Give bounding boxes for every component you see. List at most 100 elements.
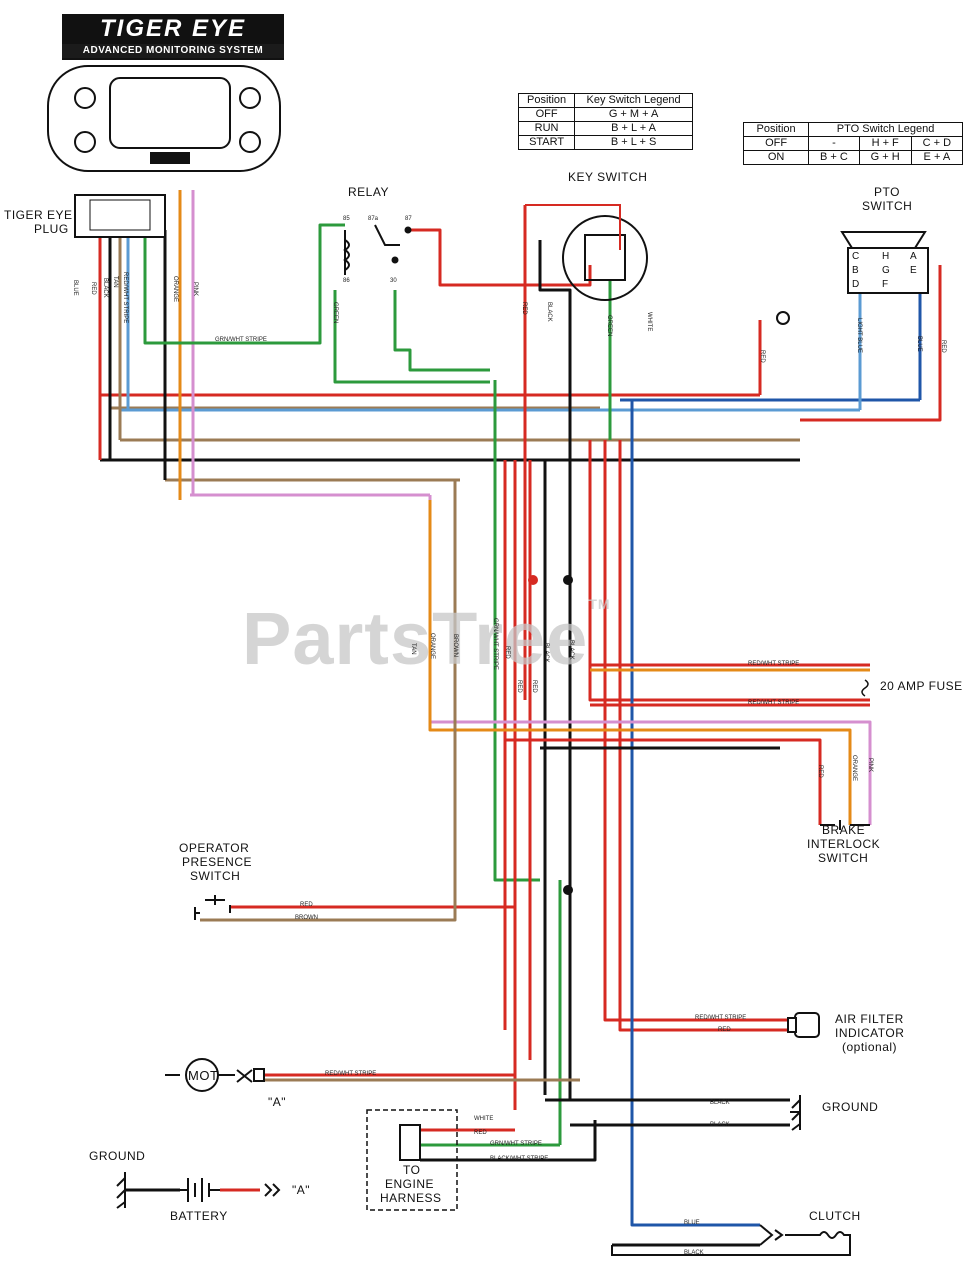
logo-title: TIGER EYE [99,15,247,42]
wire-red-right-3 [618,440,790,1032]
relay-terminal: 87a [368,216,379,222]
relay-terminal: 85 [343,216,350,222]
tiger-eye-logo: TIGER EYE ADVANCED MONITORING SYSTEM [62,14,284,60]
watermark: PartsTreeTM [242,596,611,681]
fuse-label: 20 AMP FUSE [880,679,963,693]
wire-label: BLACK [546,302,552,322]
air-filter-connector [787,1012,820,1038]
pto-terminal: D [852,279,860,290]
wire-label: RED/WHT STRIPE [325,1071,377,1077]
wire-label: RED [759,350,765,363]
ground-label-right: GROUND [822,1100,879,1114]
wire-label: RED [718,1027,731,1033]
operator-presence-label-2: PRESENCE [182,855,253,869]
engine-harness-box [366,1109,458,1211]
clutch-symbol [611,1224,851,1256]
ground-symbol-left [116,1172,126,1209]
wire-label: LIGHT BLUE [856,318,862,353]
pto-switch-symbol [776,231,929,325]
tiger-eye-plug-label-2: PLUG [34,222,69,236]
wire-label: PINK [867,758,873,773]
legend-cell: OFF [742,136,810,151]
wire-label: BLACK [543,643,549,663]
wire-label: PINK [192,282,198,297]
wire-label: ORANGE [851,755,857,782]
legend-cell: ON [742,150,810,165]
wire-label: BLUE [72,280,78,296]
wire-label: RED [474,1130,487,1136]
wire-label: BROWN [295,915,318,921]
wire-red-pto [800,265,942,422]
wire-label: RED/WHT STRIPE [122,272,128,324]
logo-subtitle: ADVANCED MONITORING SYSTEM [62,44,284,58]
wire-label: BLUE [684,1220,700,1226]
legend-cell: E + A [910,150,964,165]
watermark-tm: TM [588,596,611,612]
legend-cell: RUN [517,121,576,136]
pto-terminal: H [882,251,890,262]
wire-label: GREEN [606,315,612,337]
wire-green-plug [143,200,345,345]
wire-green-relay-2 [393,290,490,372]
junction-dot [528,575,538,585]
wire-label: RED [90,282,96,295]
junction-dot [563,575,573,585]
air-filter-label-2: INDICATOR [835,1026,905,1040]
engine-harness-label-3: HARNESS [380,1191,442,1205]
legend-header: Position [742,122,810,137]
tiger-eye-plug [74,194,166,238]
brake-switch-symbol [820,820,870,830]
wire-label: ORANGE [172,276,178,303]
battery-symbol [180,1178,281,1202]
operator-presence-label-1: OPERATOR [179,841,250,855]
wire-label: BLACK/WHT STRIPE [490,1156,549,1162]
relay-terminal: 30 [390,278,397,284]
point-a-mot-label: "A" [268,1095,287,1109]
watermark-text: PartsTree [242,597,589,680]
wire-label: RED [516,680,522,693]
tiger-eye-display [47,65,281,172]
wire-red-relay [408,228,592,287]
wire-green-relay [333,290,490,384]
ground-symbol-right [790,1095,801,1131]
legend-header: Position [517,93,576,108]
mot-symbol [165,1058,265,1092]
wire-label: BLACK [568,640,574,660]
air-filter-label-1: AIR FILTER [835,1012,904,1026]
legend-cell: C + D [910,136,964,151]
wire-orange-brake [428,500,852,825]
legend-header: Key Switch Legend [574,93,693,108]
key-switch-legend: Position Key Switch Legend OFF G + M + A… [517,93,693,150]
wire-red-right-2 [603,440,790,1022]
pto-terminal: F [882,279,889,290]
wire-label: GRN/WHT STRIPE [492,618,498,670]
wire-label: GRN/WHT STRIPE [490,1141,542,1147]
wire-green-center [493,380,540,882]
key-switch-label: KEY SWITCH [568,170,648,184]
wire-label: BLACK [684,1250,704,1256]
battery-label: BATTERY [170,1209,228,1223]
legend-cell: B + L + S [574,135,693,150]
operator-presence-label-3: SWITCH [190,869,241,883]
pto-terminal: A [910,251,918,262]
wire-label: RED/WHT STRIPE [695,1015,747,1021]
legend-cell: G + M + A [574,107,693,122]
pto-switch-legend: Position PTO Switch Legend OFF - H + F C… [742,122,964,165]
wire-red-right-1 [588,440,870,702]
tiger-eye-plug-label-1: TIGER EYE [4,208,73,222]
wire-label: RED/WHT STRIPE [748,661,800,667]
wire-label: TAN [410,643,416,655]
wire-black-key [538,240,572,580]
relay-terminal: 87 [405,216,412,222]
pto-terminal: E [910,265,918,276]
legend-cell: B + L + A [574,121,693,136]
legend-cell: G + H [858,150,912,165]
legend-cell: H + F [858,136,912,151]
wire-blue-center [630,400,760,1227]
key-switch-symbol [525,204,648,301]
pto-terminal: G [882,265,891,276]
wire-label: RED [300,902,313,908]
wire-brown-opp [200,480,457,922]
pto-switch-label-1: PTO [874,185,900,199]
